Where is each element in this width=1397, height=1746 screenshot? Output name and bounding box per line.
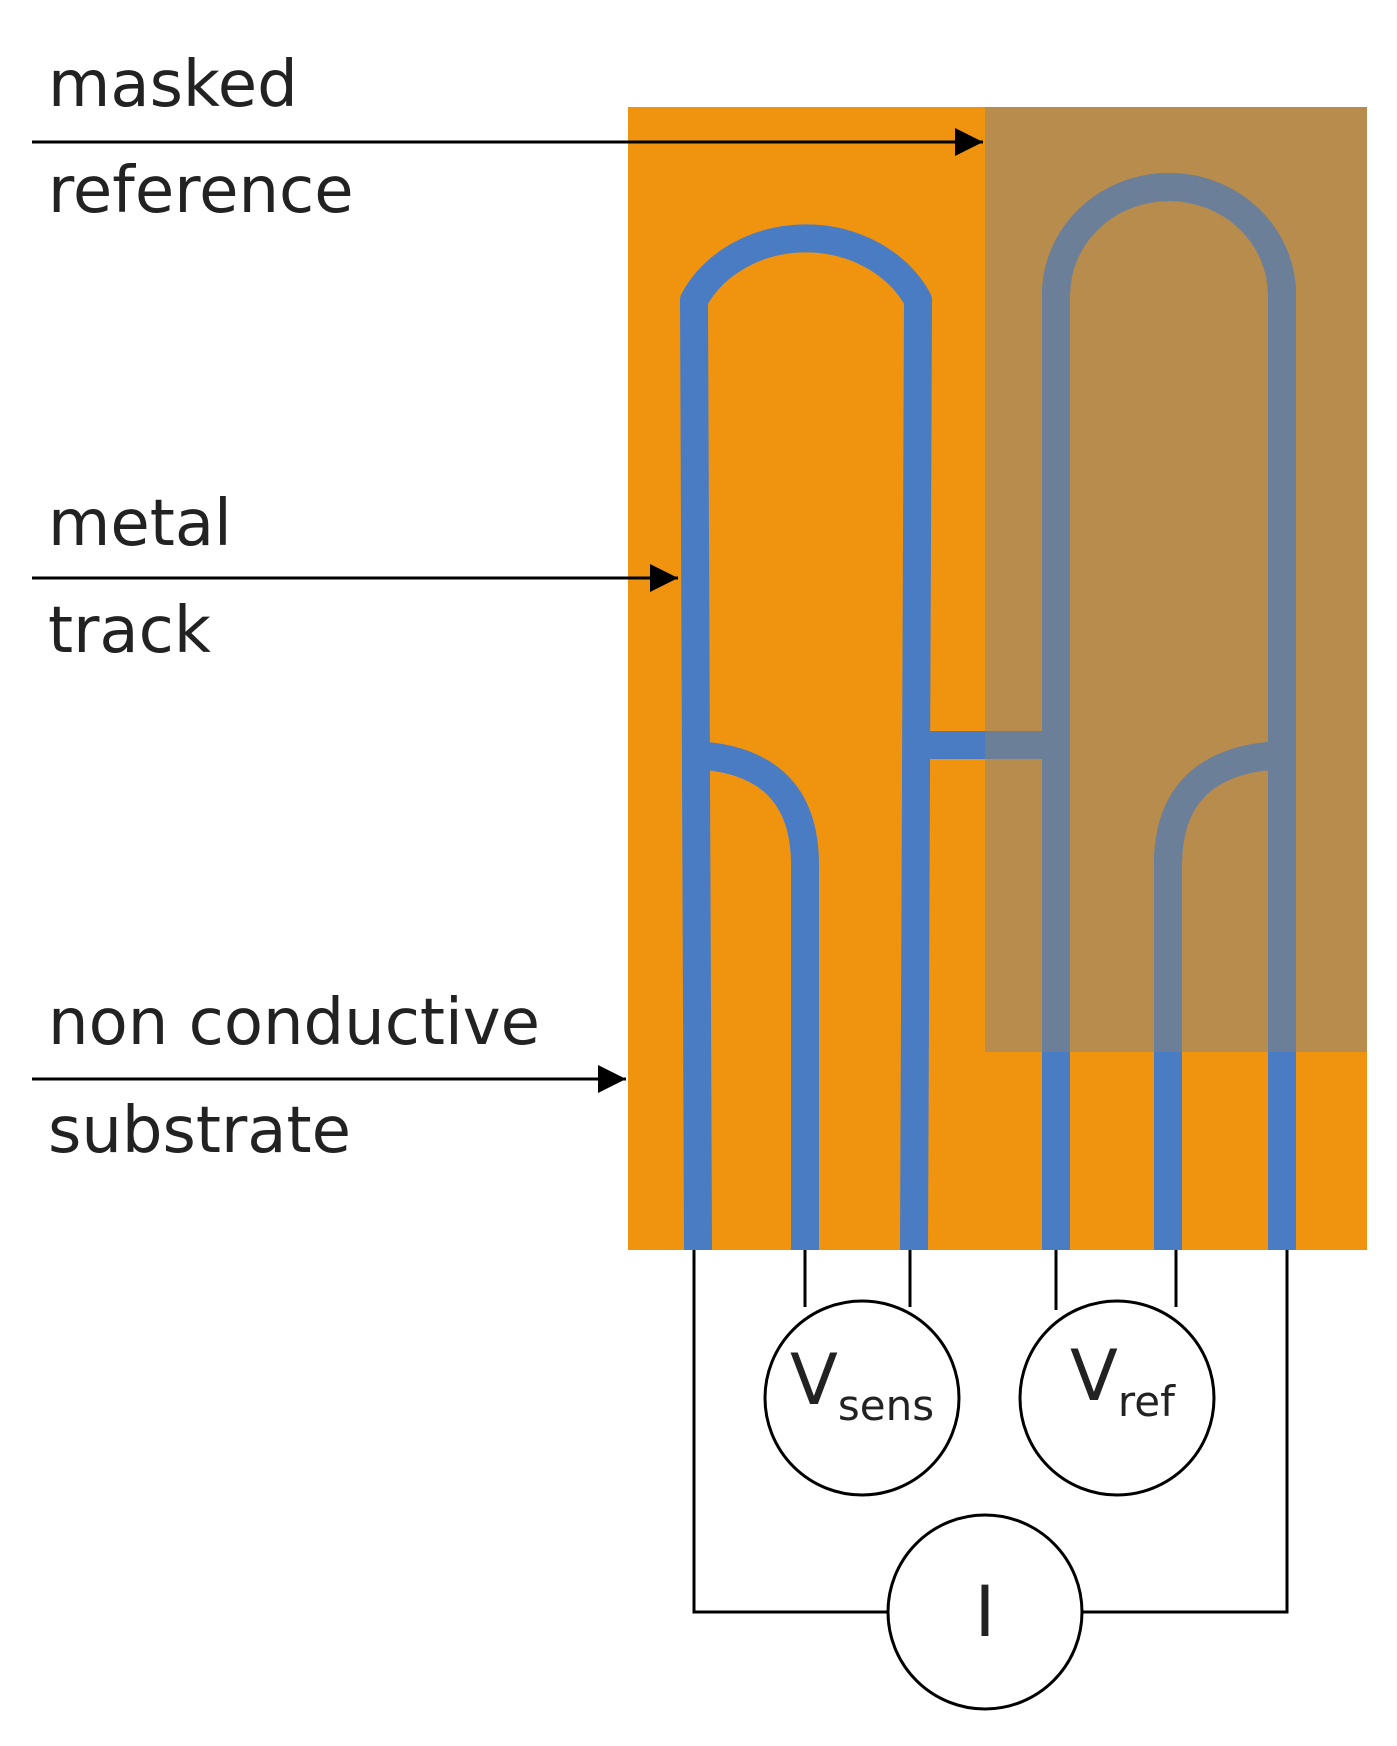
label-masked-line2: reference	[48, 154, 354, 228]
sensing-track-loop	[680, 224, 932, 1251]
measurement-wiring	[692, 1250, 1289, 1614]
label-substrate-line1: non conductive	[48, 986, 540, 1060]
vref-meter: Vref	[1018, 1299, 1216, 1497]
masked-track-portions	[985, 173, 1296, 1052]
label-substrate-line2: substrate	[48, 1094, 351, 1168]
current-meter: I	[886, 1513, 1084, 1711]
label-metal-line1: metal	[48, 487, 232, 561]
vref-subscript: ref	[1118, 1377, 1176, 1426]
vsens-meter: Vsens	[763, 1299, 961, 1497]
label-masked-reference: masked reference	[32, 48, 983, 228]
svg-text:Vsens: Vsens	[790, 1339, 934, 1430]
svg-text:Vref: Vref	[1070, 1335, 1176, 1426]
current-wire-right	[1082, 1250, 1289, 1614]
label-masked-line1: masked	[48, 48, 298, 122]
label-substrate: non conductive substrate	[32, 986, 626, 1168]
vsens-subscript: sens	[838, 1381, 934, 1430]
sensing-track-tap	[693, 741, 819, 1250]
current-wire-left	[692, 1250, 888, 1614]
current-symbol: I	[975, 1571, 996, 1653]
label-metal-line2: track	[48, 594, 211, 668]
label-metal-track: metal track	[32, 487, 678, 668]
vref-symbol: V	[1070, 1335, 1118, 1417]
vsens-symbol: V	[790, 1339, 838, 1421]
